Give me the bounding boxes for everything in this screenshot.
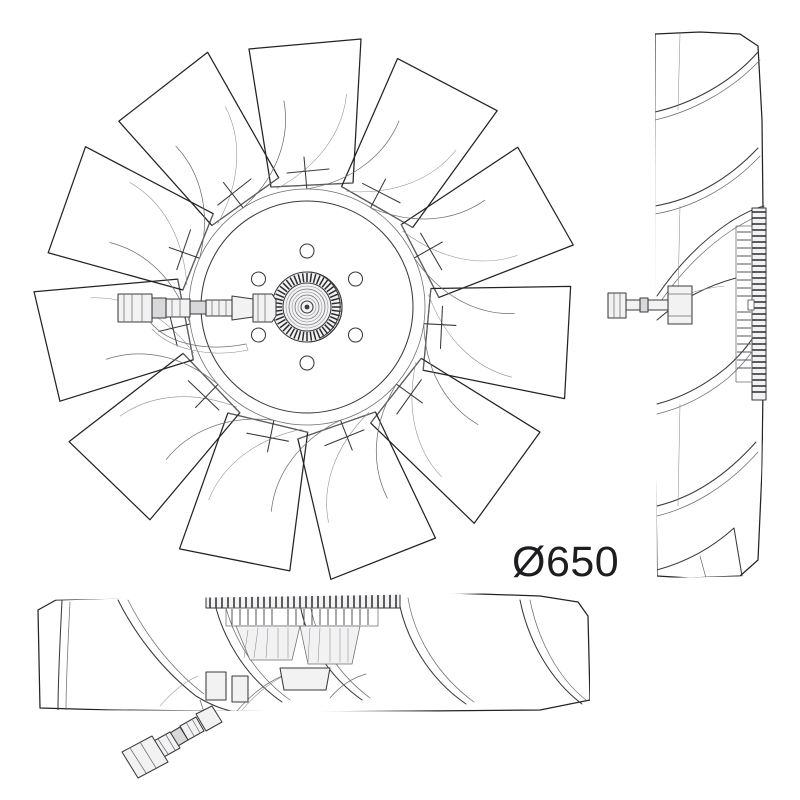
mounting-boss (205, 671, 227, 701)
bottom-plan-view (37, 592, 590, 779)
mounting-bolt-hole (299, 243, 315, 259)
connector-ferrule (639, 297, 649, 313)
clutch-cooling-fin-array (273, 273, 341, 341)
electrical-connector (607, 285, 693, 325)
clutch-boss-ring (297, 297, 317, 317)
clutch-boss-ring (291, 291, 323, 323)
connector-plug (121, 735, 169, 779)
clutch-section-marker (747, 299, 755, 311)
connector-cable (625, 299, 641, 311)
mounting-bolt-hole-array (250, 243, 364, 371)
connector-body (252, 293, 277, 323)
connector-ferrule (189, 300, 207, 315)
diameter-dimension-label: Ø650 (512, 538, 619, 586)
connector-mount-block (667, 285, 693, 325)
mounting-bolt-hole (250, 271, 267, 287)
viscous-clutch-section (735, 207, 767, 401)
connector-mount-block (195, 705, 223, 732)
connector-grip (151, 297, 167, 319)
connector-cable (165, 298, 191, 318)
electrical-connector (121, 699, 223, 779)
connector-plug (607, 292, 627, 319)
mounting-bolt-hole (347, 271, 364, 287)
connector-plug (117, 293, 153, 323)
front-elevation-view: Ø650 (33, 38, 619, 586)
right-side-profile-view (607, 31, 767, 578)
fan-profile-outline (655, 31, 765, 578)
clutch-ring-detail (285, 285, 329, 329)
electrical-connector (117, 293, 277, 354)
mounting-bolt-hole (250, 327, 267, 343)
clutch-boss-ring (288, 288, 326, 326)
mounting-bolt-hole (299, 355, 315, 371)
connector-collar (231, 295, 254, 321)
clutch-inner-fin-array (737, 231, 751, 369)
clutch-inner-fin-array (231, 609, 369, 625)
clutch-boss-ring (294, 294, 320, 320)
mounting-bolt-hole (347, 327, 364, 343)
clutch-shaft-bore (300, 300, 314, 314)
clutch-shaft-flange (279, 667, 331, 691)
connector-shaft (647, 299, 669, 311)
mounting-boss (231, 675, 249, 703)
viscous-clutch-section (205, 593, 401, 691)
viscous-clutch (271, 271, 343, 343)
clutch-center-point (304, 304, 310, 310)
